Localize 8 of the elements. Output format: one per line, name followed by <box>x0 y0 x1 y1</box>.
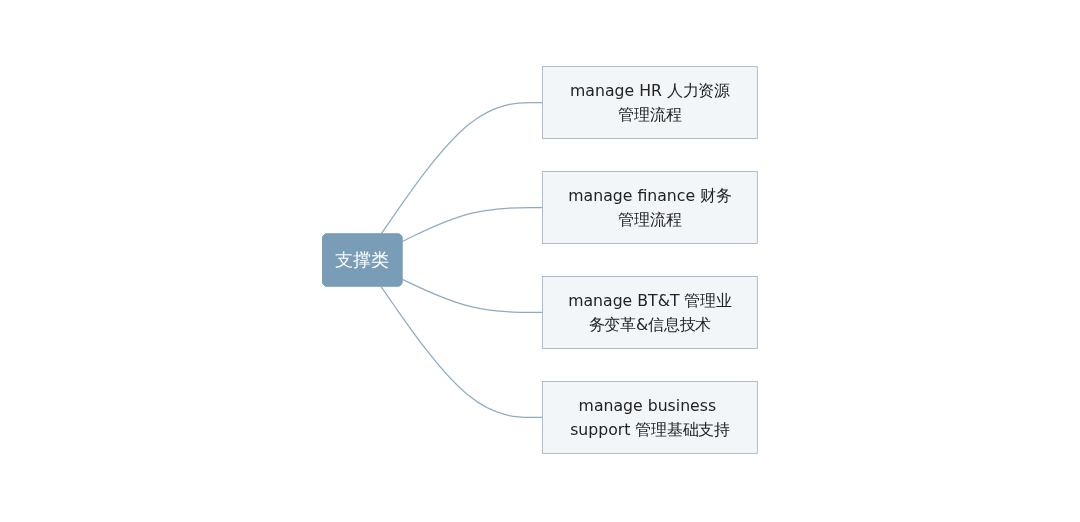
connector <box>380 285 544 419</box>
node-box: manage HR 人力资源管理流程 <box>542 66 758 139</box>
connector <box>401 206 544 243</box>
node-box: manage finance 财务管理流程 <box>542 171 758 244</box>
node-box: manage business support 管理基础支持 <box>542 381 758 454</box>
connector <box>380 101 544 235</box>
node-box: manage BT&T 管理业务变革&信息技术 <box>542 276 758 349</box>
connector <box>401 278 544 314</box>
